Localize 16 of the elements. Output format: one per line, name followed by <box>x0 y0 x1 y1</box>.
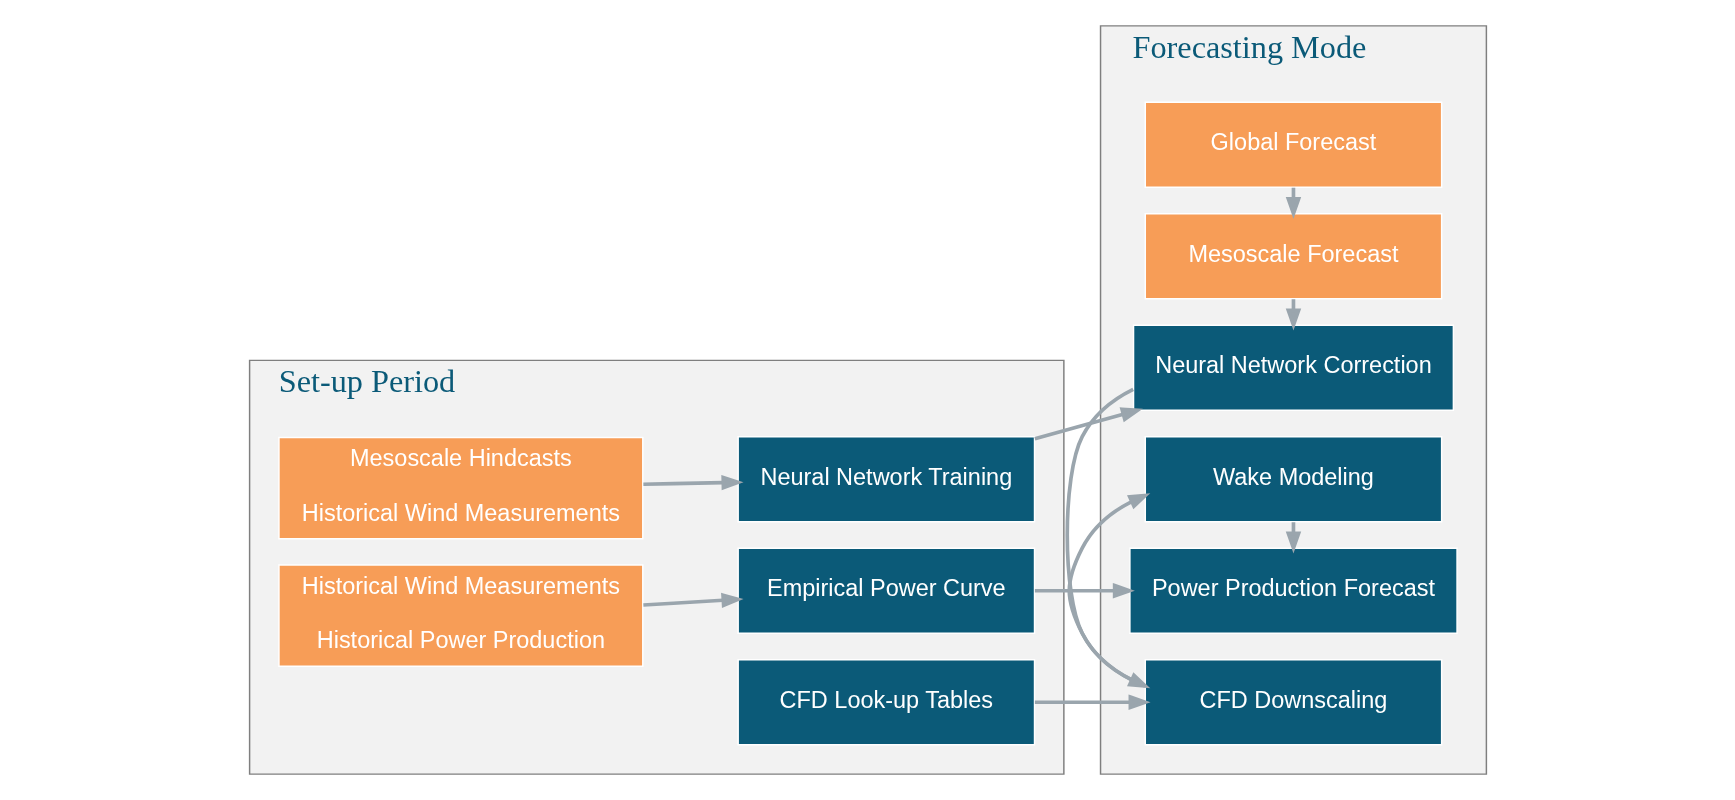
arrow <box>642 592 744 609</box>
node-box: Neural Network Correction <box>1132 324 1454 411</box>
arrow <box>642 474 744 491</box>
arrow <box>1033 407 1143 441</box>
node-box: CFD Look-up Tables <box>736 658 1035 746</box>
arrow <box>1034 694 1151 710</box>
node-box: Global Forecast <box>1144 101 1442 188</box>
node-box: Empirical Power Curve <box>736 547 1035 634</box>
node-box: CFD Downscaling <box>1144 658 1442 746</box>
arrow <box>1034 583 1135 599</box>
node-box: Mesoscale Forecast <box>1144 212 1442 300</box>
node-box: Neural Network Training <box>736 435 1035 523</box>
node-box: Mesoscale Hindcasts Historical Wind Measurements <box>277 436 644 540</box>
node-box: Wake Modeling <box>1144 435 1442 523</box>
node-box: Power Production Forecast <box>1128 547 1458 634</box>
node-box: Historical Wind Measurements Historical Power Production <box>277 564 644 667</box>
